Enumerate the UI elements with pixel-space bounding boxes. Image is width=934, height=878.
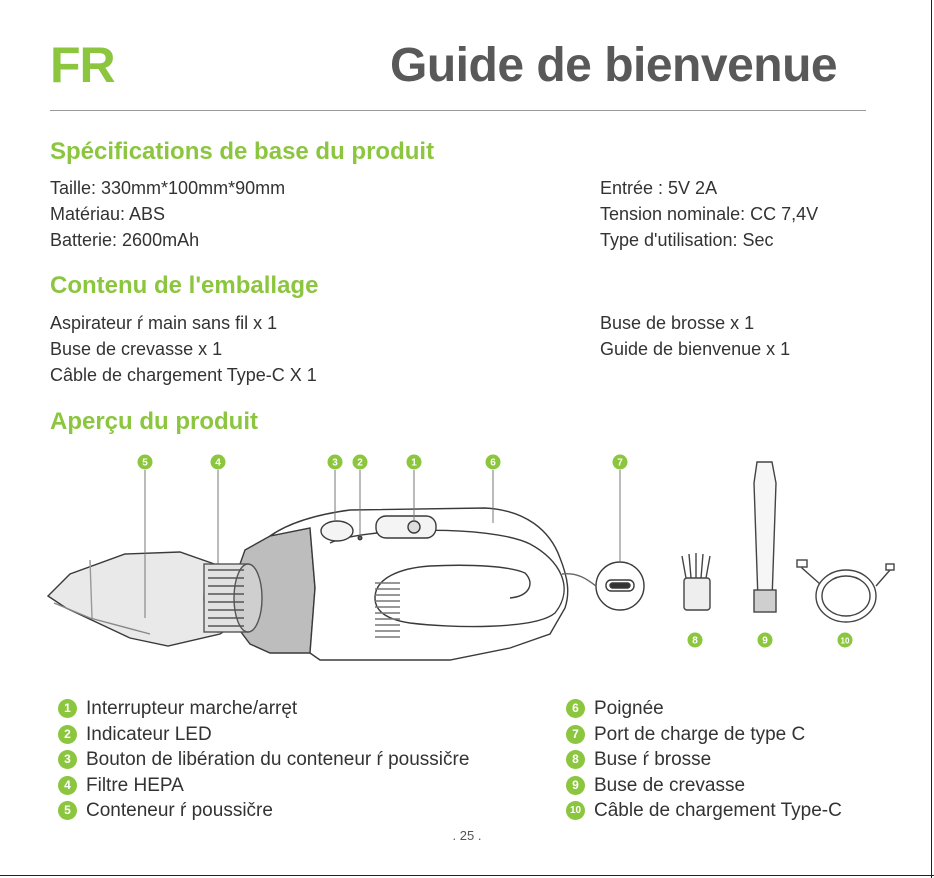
callout-3: 3: [327, 454, 343, 470]
legend-badge: 10: [566, 801, 585, 821]
spec-usage: Type d'utilisation: Sec: [600, 230, 774, 250]
specs-left-list: Taille: 330mm*100mm*90mm Matériau: ABS B…: [50, 175, 285, 253]
crevice-nozzle: [753, 461, 777, 613]
contents-left-list: Aspirateur ŕ main sans fil x 1 Buse de c…: [50, 310, 317, 388]
legend-badge: 8: [566, 750, 585, 770]
legend-badge: 7: [566, 724, 585, 744]
content-item-cable: Câble de chargement Type-C X 1: [50, 365, 317, 385]
legend-label: Conteneur ŕ poussičre: [86, 800, 273, 821]
svg-text:10: 10: [841, 637, 850, 646]
content-item-guide: Guide de bienvenue x 1: [600, 339, 791, 359]
legend-item: 8 Buse ŕ brosse: [566, 747, 842, 773]
legend-badge: 1: [58, 699, 77, 719]
legend-label: Poignée: [594, 698, 664, 719]
legend-item: 6 Poignée: [566, 696, 842, 722]
callout-1: 1: [406, 454, 422, 470]
legend-label: Bouton de libération du conteneur ŕ pous…: [86, 749, 470, 770]
main-body: [269, 507, 569, 661]
legend-label: Buse de crevasse: [594, 774, 746, 796]
page-title: Guide de bienvenue: [390, 39, 838, 92]
legend-label: Filtre HEPA: [86, 774, 184, 796]
svg-text:7: 7: [617, 458, 623, 469]
legend-label: Câble de chargement Type-C: [594, 800, 842, 821]
specs-heading: Spécifications de base du produit: [50, 138, 435, 165]
legend-item: 2 Indicateur LED: [58, 722, 469, 748]
led-indicator: [357, 535, 363, 541]
legend-badge: 5: [58, 801, 77, 821]
legend-item: 4 Filtre HEPA: [58, 773, 469, 799]
svg-text:8: 8: [692, 636, 698, 647]
specs-right-list: Entrée : 5V 2A Tension nominale: CC 7,4V…: [600, 175, 818, 253]
spec-material: Matériau: ABS: [50, 204, 166, 224]
legend-badge: 2: [58, 724, 77, 744]
page-number: . 25 .: [452, 828, 482, 843]
content-item-brush: Buse de brosse x 1: [600, 313, 755, 333]
callout-5: 5: [137, 454, 153, 470]
page-border-right: [931, 0, 932, 878]
legend-label: Port de charge de type C: [594, 723, 806, 745]
legend-item: 3 Bouton de libération du conteneur ŕ pou…: [58, 747, 469, 773]
svg-text:5: 5: [142, 458, 148, 469]
legend-label: Buse ŕ brosse: [594, 749, 712, 770]
callout-10: 10: [837, 632, 853, 648]
contents-right-list: Buse de brosse x 1 Guide de bienvenue x …: [600, 310, 790, 362]
contents-heading: Contenu de l'emballage: [50, 272, 319, 299]
legend-item: 9 Buse de crevasse: [566, 773, 842, 799]
page-border-bottom: [0, 875, 934, 876]
content-item-vacuum: Aspirateur ŕ main sans fil x 1: [50, 313, 278, 333]
legend-badge: 9: [566, 775, 585, 795]
svg-text:4: 4: [215, 458, 221, 469]
svg-text:9: 9: [762, 636, 768, 647]
brush-nozzle: [681, 553, 711, 611]
legend-left: 1 Interrupteur marche/arręt 2 Indicateur L…: [58, 696, 469, 824]
callout-8: 8: [687, 632, 703, 648]
handle: [329, 529, 565, 628]
svg-text:1: 1: [411, 458, 417, 469]
callout-9: 9: [757, 632, 773, 648]
legend-item: 7 Port de charge de type C: [566, 722, 842, 748]
callout-2: 2: [352, 454, 368, 470]
svg-text:2: 2: [357, 458, 363, 469]
release-button: [320, 520, 354, 542]
spec-size: Taille: 330mm*100mm*90mm: [50, 178, 286, 198]
overview-heading: Aperçu du produit: [50, 408, 258, 435]
spec-battery: Batterie: 2600mAh: [50, 230, 200, 250]
legend-badge: 3: [58, 750, 77, 770]
content-item-crevice: Buse de crevasse x 1: [50, 339, 223, 359]
language-code: FR: [50, 37, 116, 93]
legend-badge: 4: [58, 775, 77, 795]
legend-item: 10 Câble de chargement Type-C: [566, 798, 842, 824]
product-diagram: 5 4 3 2 1 6 7 8 9 10: [46, 454, 895, 661]
spec-input: Entrée : 5V 2A: [600, 178, 718, 198]
callout-4: 4: [210, 454, 226, 470]
callout-6: 6: [485, 454, 501, 470]
legend-item: 5 Conteneur ŕ poussičre: [58, 798, 469, 824]
legend-item: 1 Interrupteur marche/arręt: [58, 696, 469, 722]
callout-7: 7: [612, 454, 628, 470]
hepa-filter: [203, 563, 263, 633]
legend-badge: 6: [566, 699, 585, 719]
title-divider: [50, 110, 866, 111]
svg-text:3: 3: [332, 458, 338, 469]
spec-voltage: Tension nominale: CC 7,4V: [600, 204, 819, 224]
legend-label: Indicateur LED: [86, 723, 212, 745]
type-c-cable: [796, 559, 895, 623]
legend-label: Interrupteur marche/arręt: [86, 698, 298, 719]
power-switch: [375, 515, 437, 539]
vent-grille: [375, 582, 400, 638]
svg-text:6: 6: [490, 458, 496, 469]
